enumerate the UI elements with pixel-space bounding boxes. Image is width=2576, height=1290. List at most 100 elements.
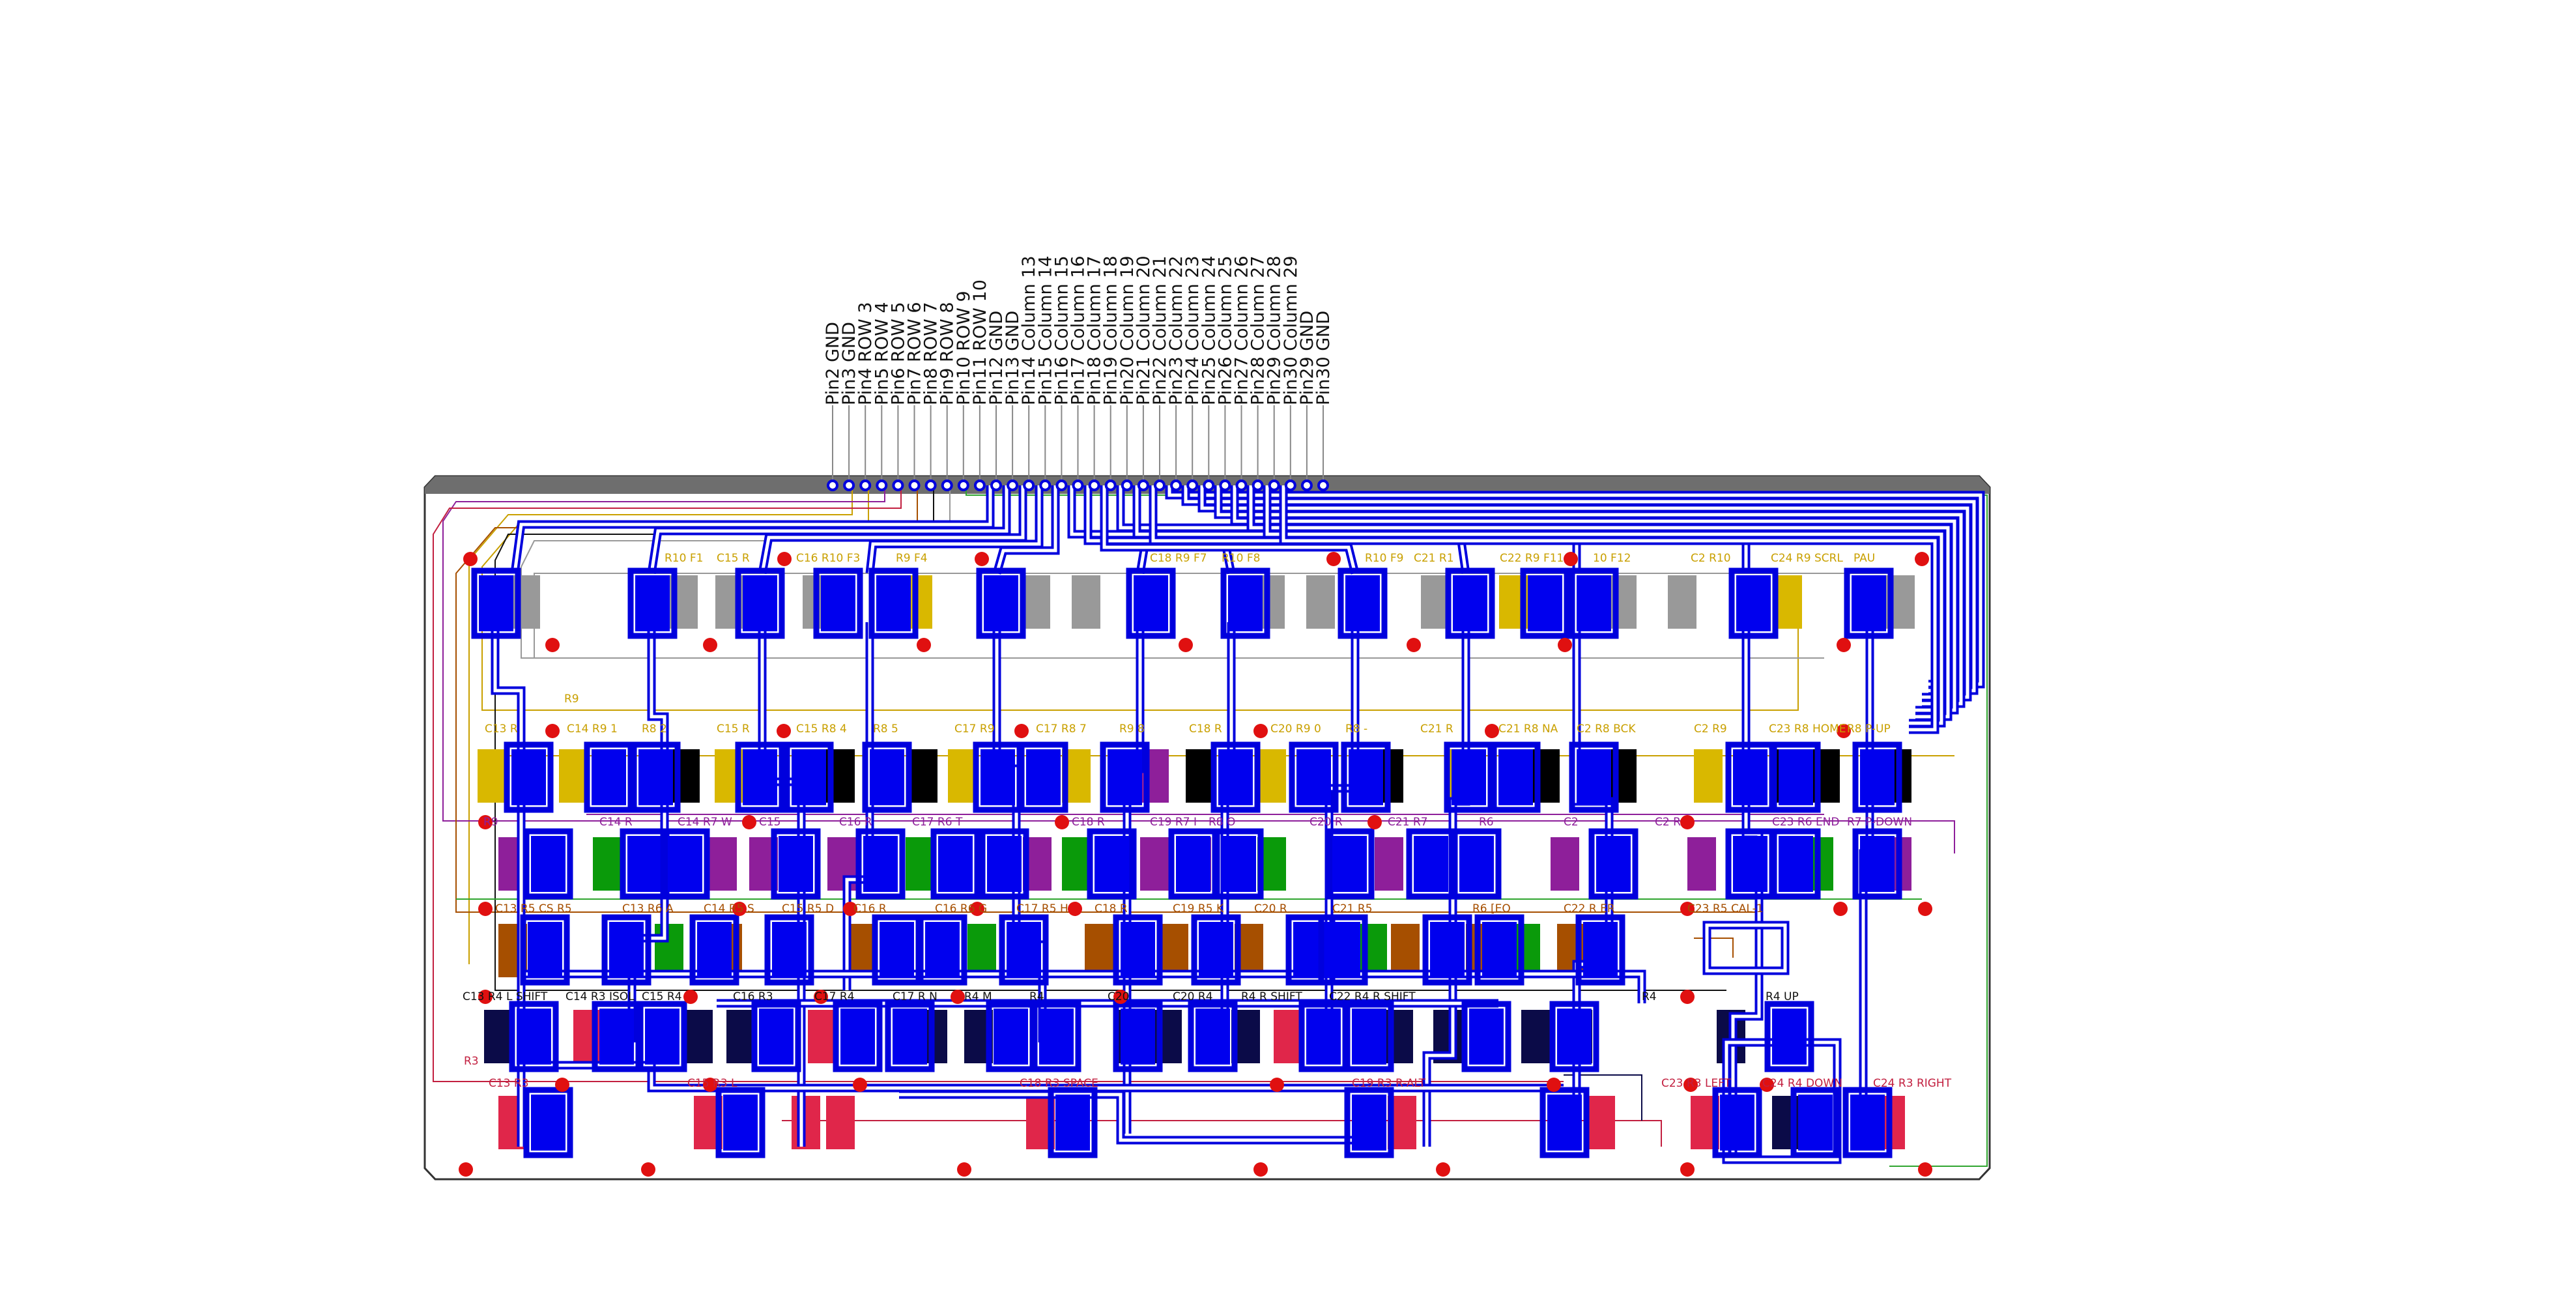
switch-contact-ring (1569, 741, 1619, 813)
switch-contact (1860, 749, 1895, 805)
column-trace-core (1265, 485, 1943, 725)
mounting-hole (1407, 638, 1421, 652)
key-pad (1257, 749, 1286, 803)
key-label: R9 F4 (896, 552, 928, 565)
switch-contact (1332, 836, 1367, 892)
key-label: C18 R9 F7 (1150, 552, 1207, 565)
mounting-hole (1680, 1162, 1695, 1177)
pin-label: Pin14 Column 13 (1019, 255, 1039, 405)
mounting-hole (683, 990, 698, 1004)
key-label: C21 R (1420, 723, 1453, 736)
connector-pad (1007, 480, 1019, 491)
connector-pad (1252, 480, 1264, 491)
mounting-hole (1915, 552, 1929, 566)
key-label: C15 (759, 816, 781, 829)
switch-contact (1326, 922, 1360, 978)
key-pad (1521, 1010, 1550, 1063)
switch-contact (627, 836, 662, 892)
switch-contacts (471, 567, 1902, 1158)
switch-contact-ring (1491, 741, 1541, 813)
key-label: C2 (1564, 816, 1579, 829)
key-label: C19 R7 I (1150, 816, 1197, 829)
switch-contact (1218, 749, 1253, 805)
switch-contact (1860, 836, 1895, 892)
column-trace-core (760, 485, 1025, 574)
mounting-hole (1253, 724, 1268, 738)
mounting-hole (1683, 1078, 1698, 1092)
switch-contact-ring (1771, 828, 1821, 900)
mounting-hole (478, 902, 493, 916)
switch-contact (1772, 1009, 1807, 1065)
key-pad (1140, 837, 1169, 891)
key-pad (1421, 575, 1450, 629)
switch-contact-ring (868, 567, 919, 639)
connector-pad (1023, 480, 1035, 491)
switch-contact-ring (471, 567, 521, 639)
key-label: R9 (483, 816, 498, 829)
switch-contact-ring (1031, 1001, 1081, 1072)
switch-contact-ring (862, 741, 912, 813)
switch-contact (511, 749, 546, 805)
switch-contact (987, 836, 1022, 892)
switch-contact-ring (1113, 914, 1163, 986)
switch-contact (1852, 575, 1886, 631)
switch-contact-ring (1842, 1087, 1893, 1158)
key-label: C17 R6 T (912, 816, 963, 829)
switch-contact-ring (523, 828, 573, 900)
switch-contact (1199, 922, 1233, 978)
switch-contact (592, 749, 626, 805)
switch-contact (870, 749, 904, 805)
pin-label: Pin29 Column 28 (1265, 255, 1285, 405)
connector-pad (973, 480, 986, 491)
switch-contact (980, 749, 1015, 805)
switch-contact (528, 922, 562, 978)
switch-contact-ring (1338, 567, 1388, 639)
key-pad (792, 1096, 820, 1149)
key-label: R9 8 (1119, 723, 1145, 736)
switch-contact-ring (1048, 1087, 1098, 1158)
signal-trace (534, 573, 1889, 658)
switch-contact (1228, 575, 1263, 631)
switch-contact-ring (523, 1087, 573, 1158)
key-pad (1022, 575, 1050, 629)
switch-contact-ring (1520, 567, 1570, 639)
switch-contact-ring (1113, 1001, 1163, 1072)
pin-label: Pin22 Column 21 (1150, 255, 1170, 405)
connector-pad (1104, 480, 1117, 491)
switch-contact (1577, 575, 1611, 631)
switch-contact-ring (735, 741, 785, 813)
switch-contact-ring (689, 914, 739, 986)
key-label: R4 (1029, 990, 1044, 1003)
connector-pad (957, 480, 969, 491)
pin-label: Pin15 Column 14 (1035, 255, 1055, 405)
switch-contact (792, 749, 826, 805)
key-label: C23 R3 LEFT (1661, 1077, 1732, 1090)
switch-contact (1007, 922, 1041, 978)
pin-label: Pin12 GND (986, 311, 1007, 405)
switch-contact (1176, 836, 1210, 892)
mounting-hole (1068, 902, 1082, 916)
mounting-hole (463, 552, 478, 566)
switch-contact-ring (1569, 567, 1619, 639)
switch-contact (1453, 575, 1487, 631)
key-pad (1186, 749, 1214, 803)
key-label: C16 R (853, 902, 887, 915)
key-pad (1608, 749, 1637, 803)
key-pad (1274, 1010, 1302, 1063)
mounting-hole (970, 902, 984, 916)
key-label: C23 R6 END (1772, 816, 1840, 829)
switch-contact (779, 836, 813, 892)
connector-pad (1088, 480, 1100, 491)
switch-contact-ring (660, 828, 710, 900)
switch-contact-ring (1852, 828, 1902, 900)
switch-contact (645, 1009, 680, 1065)
switch-contact-ring (1289, 741, 1339, 813)
key-label: C23 R8 HOME (1769, 723, 1846, 736)
key-label: C20 R (1309, 816, 1343, 829)
key-label: R8 5 (873, 723, 898, 736)
key-pad (708, 837, 737, 891)
switch-contact (743, 749, 777, 805)
switch-contact (1720, 1095, 1754, 1151)
key-label: C20 R (1254, 902, 1287, 915)
mounting-hole (1564, 552, 1578, 566)
